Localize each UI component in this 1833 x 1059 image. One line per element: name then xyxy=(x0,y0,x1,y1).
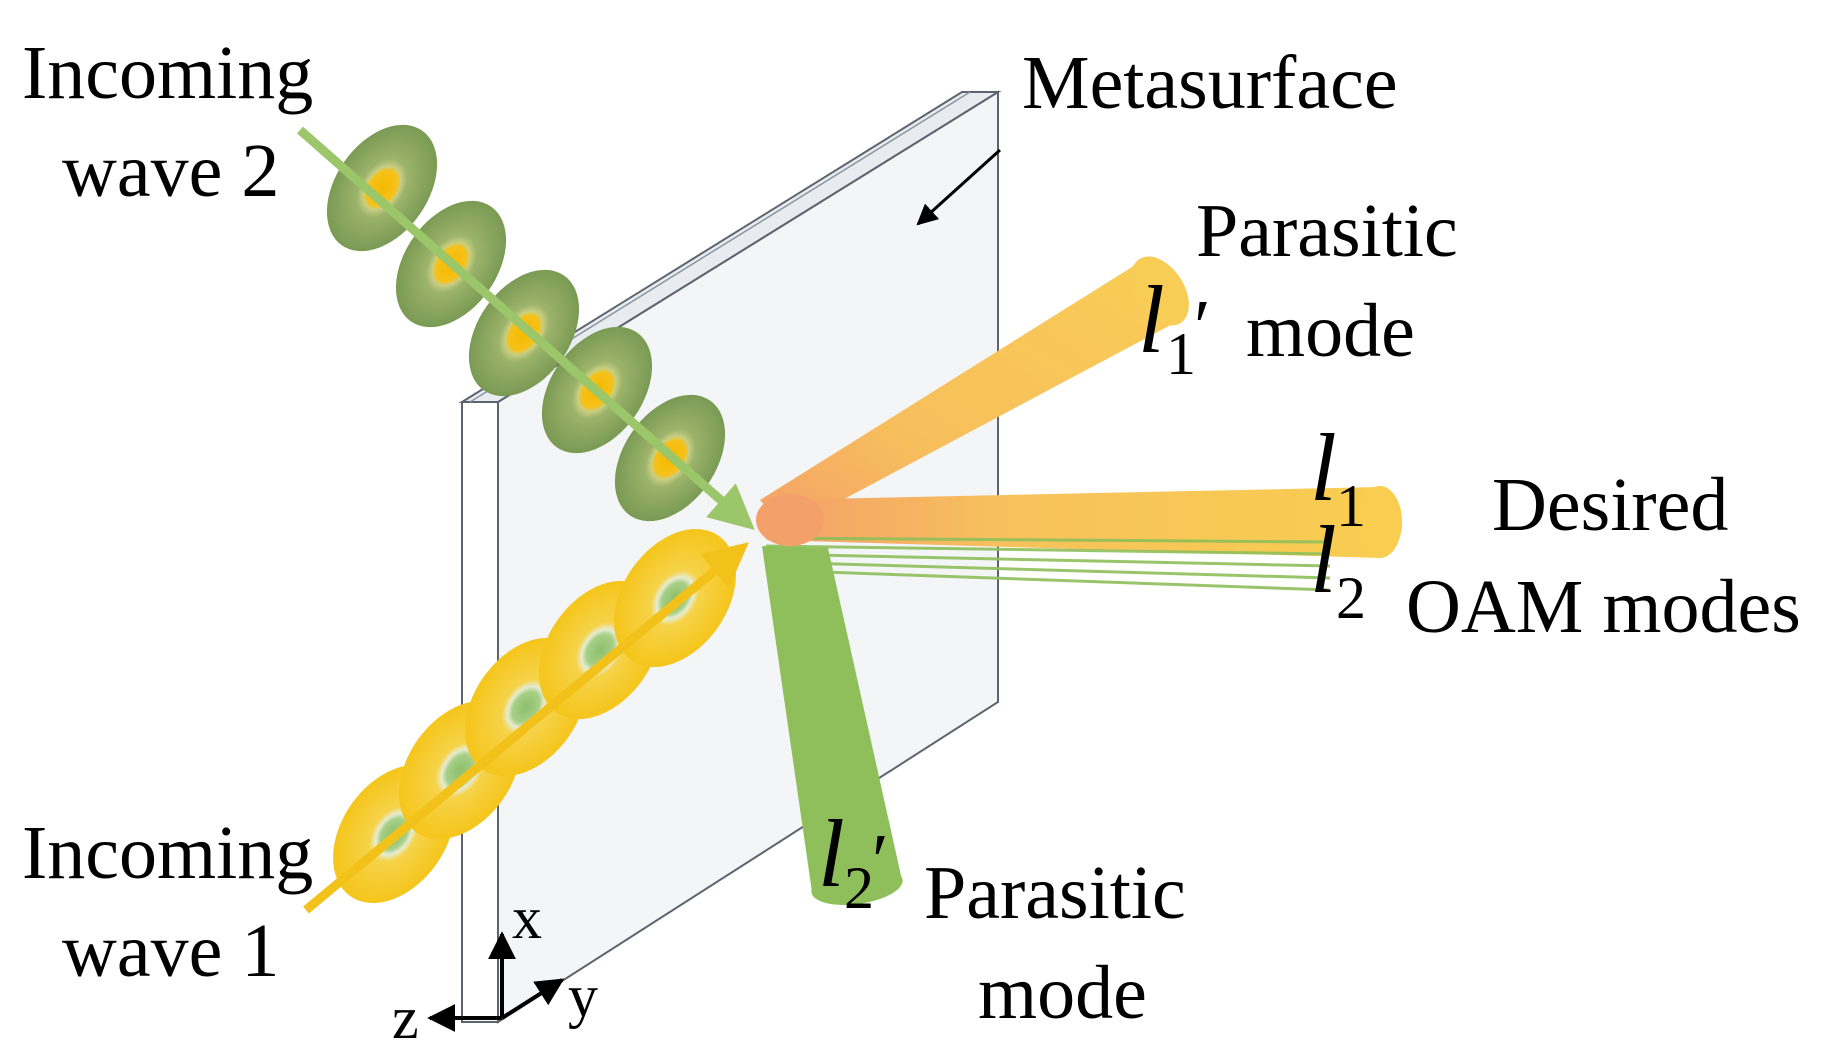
metasurface-label: Metasurface xyxy=(1022,41,1398,125)
coordinate-axes xyxy=(427,931,565,1032)
incoming-wave-2-arrow xyxy=(297,126,755,530)
incoming-wave-1-label-line1: Incoming xyxy=(22,811,313,895)
mode-l2-prime-symbol: l xyxy=(818,800,845,907)
incidence-spot xyxy=(756,494,824,546)
axis-y-label: y xyxy=(568,963,598,1029)
mode-l1-prime-subscript: 1 xyxy=(1166,321,1196,387)
mode-l2-subscript: 2 xyxy=(1336,565,1366,631)
incoming-wave-2-label-line1: Incoming xyxy=(22,31,313,115)
mode-l2-prime-prime: ′ xyxy=(872,819,889,903)
mode-l1-symbol: l xyxy=(1310,414,1337,521)
parasitic-l2-prime-beam xyxy=(762,546,903,905)
parasitic-top-mode-word: mode xyxy=(1246,289,1415,373)
mode-l2-prime-subscript: 2 xyxy=(844,855,874,921)
desired-l2-beam xyxy=(765,536,1331,592)
incoming-wave-1-arrow xyxy=(303,542,749,914)
axis-z-label: z xyxy=(392,985,419,1051)
axis-x-label: x xyxy=(512,885,542,951)
desired-label-line1: Desired xyxy=(1492,463,1728,547)
mode-l1-prime-symbol: l xyxy=(1138,266,1165,373)
incoming-wave-2-label-line2: wave 2 xyxy=(62,129,279,213)
incoming-wave-1-label-line2: wave 1 xyxy=(62,909,279,993)
mode-l1-subscript: 1 xyxy=(1336,473,1366,539)
mode-l1-prime-prime: ′ xyxy=(1194,285,1211,369)
desired-label-line2: OAM modes xyxy=(1406,565,1801,649)
parasitic-bottom-label-line2: mode xyxy=(978,951,1147,1035)
parasitic-bottom-label-line1: Parasitic xyxy=(924,851,1186,935)
parasitic-l1-prime-beam xyxy=(760,256,1189,530)
metasurface-pointer-arrow xyxy=(916,148,1002,226)
mode-l2-symbol: l xyxy=(1310,506,1337,613)
parasitic-top-label: Parasitic xyxy=(1196,189,1458,273)
